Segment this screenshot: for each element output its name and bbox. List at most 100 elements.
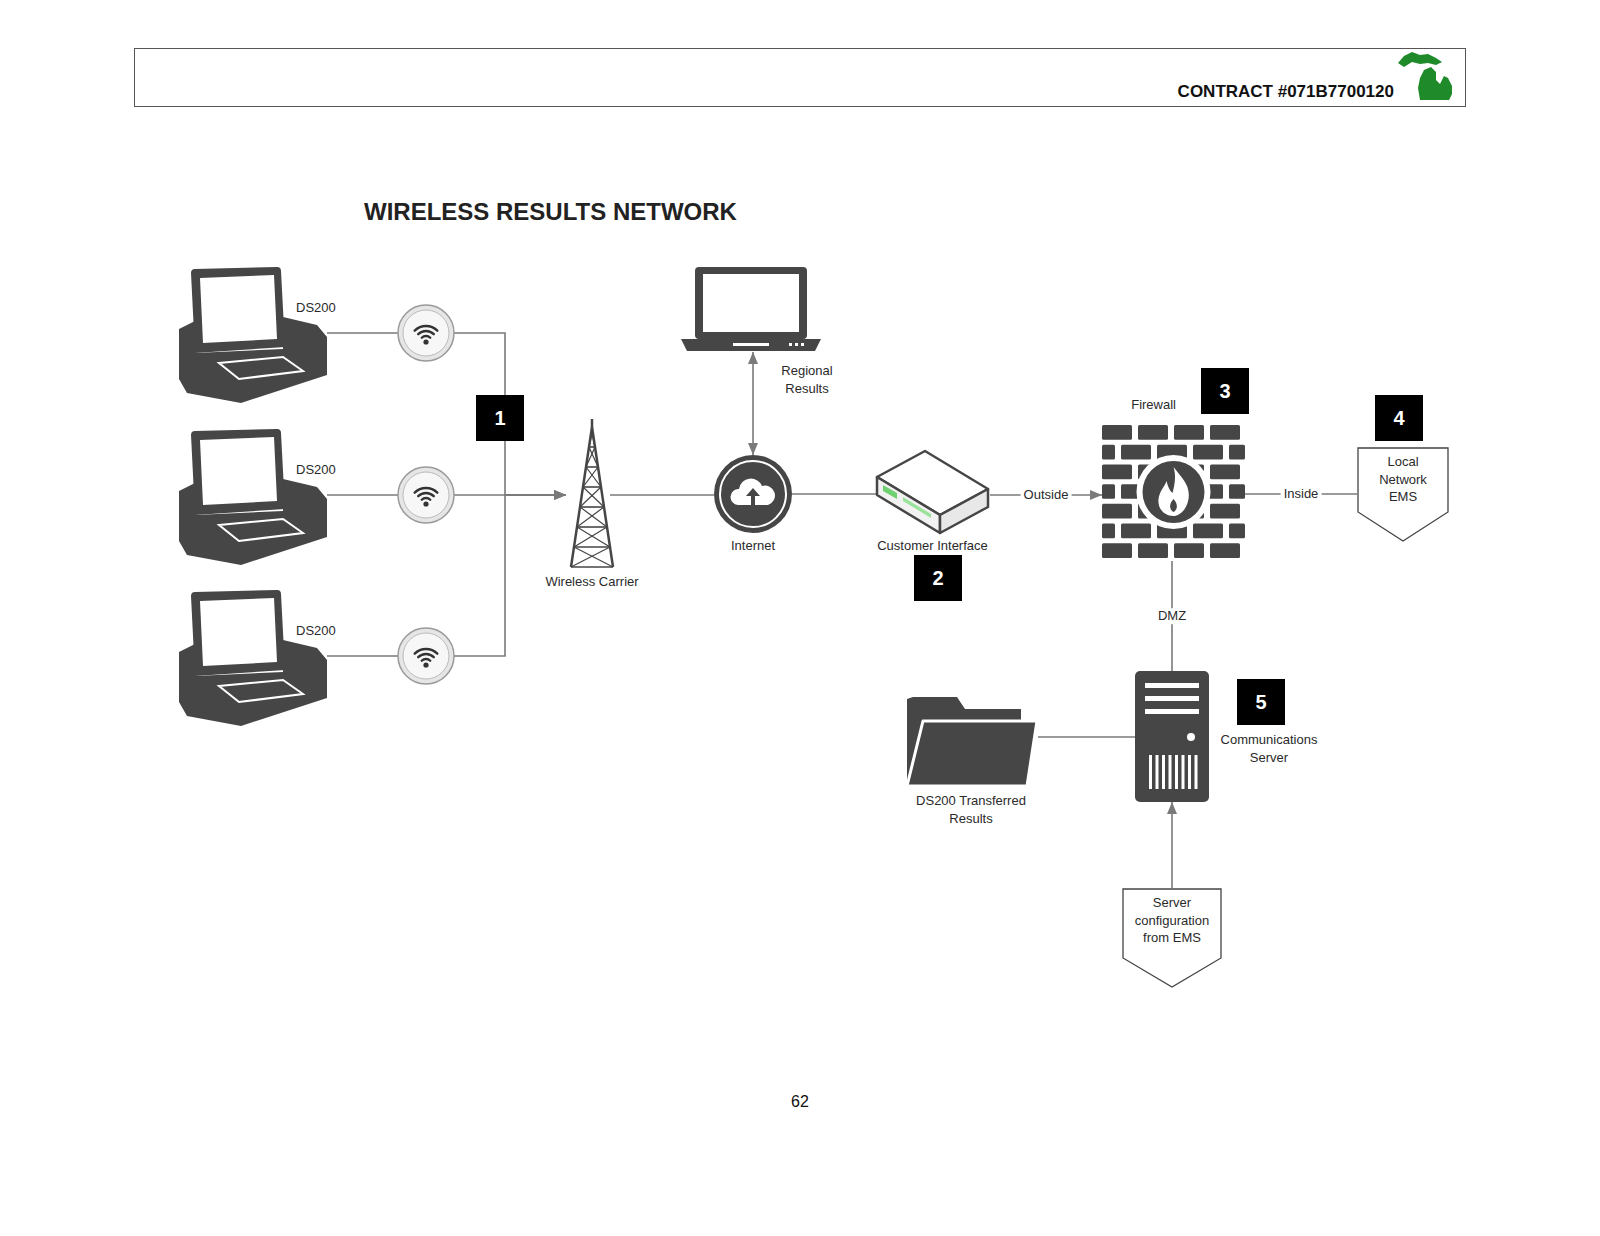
server-icon [1188, 755, 1191, 789]
wifi-icon [398, 305, 454, 361]
edge-label: Outside [1021, 487, 1072, 503]
node-label: DS200 [296, 461, 346, 479]
wireless-tower [583, 467, 598, 487]
node-label: Local Network EMS [1371, 453, 1435, 506]
internet-cloud [720, 461, 786, 527]
firewall-icon [1102, 543, 1132, 558]
laptop-icon [703, 274, 799, 332]
connector [1038, 736, 1135, 738]
wireless-tower [571, 547, 610, 567]
firewall-icon [1102, 524, 1115, 539]
page-number: 62 [770, 1093, 830, 1113]
wifi-icon [398, 305, 454, 361]
connector [327, 495, 566, 656]
wifi-icon [423, 662, 428, 667]
ds200-printer [191, 267, 285, 353]
callout-number: 1 [476, 395, 524, 441]
wireless-tower [574, 527, 607, 547]
laptop-icon [795, 343, 798, 346]
edge-label: DMZ [1155, 608, 1189, 624]
server-icon [1162, 755, 1165, 789]
node-label: DS200 [296, 299, 346, 317]
wifi-icon [403, 472, 449, 518]
laptop-icon [789, 343, 792, 346]
server-icon [1175, 755, 1178, 789]
server-icon [1145, 696, 1199, 701]
firewall-icon: Firewall [1102, 423, 1245, 561]
node-label: DS200 Transferred Results [907, 792, 1035, 827]
server-icon: Communications Server [1135, 671, 1209, 802]
server-icon [1135, 671, 1209, 802]
laptop-icon [695, 267, 807, 339]
ds200-printer [179, 590, 327, 726]
connector [1171, 802, 1173, 888]
customer-interface [940, 489, 988, 533]
internet-cloud [714, 455, 792, 533]
callout-number: 2 [914, 555, 962, 601]
ds200-printer [219, 357, 303, 379]
node-label: Wireless Carrier [517, 573, 667, 591]
node-label: Communications Server [1213, 731, 1325, 766]
firewall-icon [1137, 455, 1211, 529]
ds200-printer [191, 429, 285, 515]
firewall-icon [1102, 484, 1115, 499]
wifi-icon [422, 498, 430, 500]
wifi-icon [415, 326, 438, 331]
michigan-logo [1398, 52, 1442, 67]
wifi-icon [418, 493, 434, 496]
firewall-icon [1174, 425, 1204, 440]
wireless-tower [580, 507, 607, 527]
laptop-icon [681, 267, 821, 352]
wifi-icon [422, 659, 430, 661]
internet-cloud [746, 488, 760, 505]
firewall-icon [1229, 484, 1245, 499]
firewall-icon [1210, 504, 1240, 519]
wifi-icon [415, 488, 438, 493]
offpage-pentagon: Server configuration from EMS [1122, 888, 1222, 988]
wifi-icon [403, 310, 449, 356]
laptop-icon [801, 343, 804, 346]
offpage-pentagon: Local Network EMS [1357, 447, 1449, 542]
internet-cloud: Internet [714, 455, 792, 533]
wifi-icon [398, 628, 454, 684]
wifi-icon [422, 336, 430, 338]
wireless-tower [586, 447, 595, 467]
firewall-icon [1138, 425, 1168, 440]
server-icon [1156, 755, 1159, 789]
wireless-tower: Wireless Carrier [566, 419, 618, 569]
firewall-icon [1121, 524, 1151, 539]
node-label: DS200 [296, 622, 346, 640]
firewall-icon [1193, 524, 1223, 539]
wifi-icon [423, 339, 428, 344]
wireless-tower [580, 506, 604, 508]
wireless-tower [583, 487, 604, 507]
wifi-icon [423, 501, 428, 506]
ds200-printer: DS200 [179, 590, 327, 726]
wifi-icon [398, 628, 454, 684]
wireless-tower [580, 487, 601, 507]
server-icon [1169, 755, 1172, 789]
firewall-icon [1143, 461, 1205, 523]
server-icon [1149, 755, 1152, 789]
firewall-icon [1138, 543, 1168, 558]
server-icon [1145, 709, 1199, 714]
wireless-tower [577, 507, 604, 527]
server-icon [1187, 733, 1195, 741]
wireless-tower [591, 419, 594, 427]
wireless-tower [577, 526, 607, 528]
node-label: Regional Results [775, 362, 839, 397]
wireless-tower [566, 419, 618, 569]
customer-interface [877, 477, 940, 533]
laptop-icon [681, 339, 821, 351]
wireless-tower [589, 431, 593, 447]
ds200-printer [200, 275, 277, 343]
firewall-icon [1121, 445, 1151, 460]
diagram-title: WIRELESS RESULTS NETWORK [364, 198, 737, 226]
ds200-printer [179, 267, 327, 403]
server-icon [1145, 683, 1199, 688]
folder-icon: DS200 Transferred Results [903, 689, 1038, 786]
edge-label: Inside [1281, 486, 1322, 502]
ds200-printer [200, 598, 277, 666]
ds200-printer [191, 590, 285, 676]
